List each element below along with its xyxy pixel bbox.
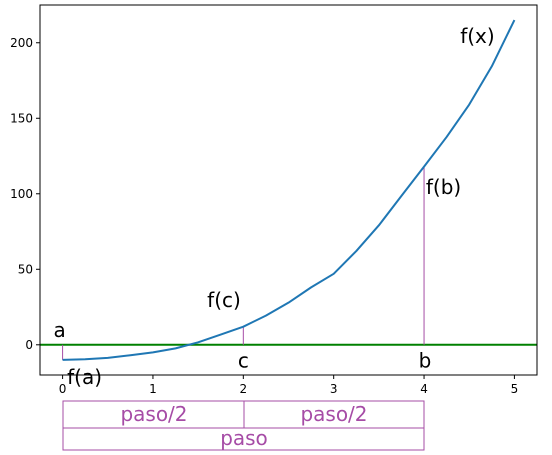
interval-full-box	[62, 427, 425, 451]
annotations: f(x) f(b) f(c) af(a) c b	[54, 24, 495, 389]
plot-area	[40, 19, 537, 361]
series-line-0	[62, 19, 516, 361]
annotation-3: a	[54, 318, 66, 342]
annotation-1: f(b)	[426, 175, 461, 199]
y-tick-label-150: 150	[10, 111, 33, 125]
x-tick-label-4: 4	[420, 382, 428, 396]
x-tick-label-1: 1	[149, 382, 157, 396]
y-tick-label-100: 100	[10, 187, 33, 201]
x-tick-label-5: 5	[511, 382, 519, 396]
x-tick-label-2: 2	[239, 382, 247, 396]
y-tick-label-50: 50	[18, 262, 33, 276]
y-tick-label-0: 0	[25, 338, 33, 352]
annotation-0: f(x)	[460, 24, 494, 48]
annotation-6: b	[419, 348, 432, 372]
annotation-5: c	[238, 348, 249, 372]
annotation-4: f(a)	[67, 365, 102, 389]
y-tick-label-200: 200	[10, 36, 33, 50]
x-tick-label-3: 3	[330, 382, 338, 396]
interval-half-left-label: paso/2	[120, 402, 187, 426]
x-tick-label-0: 0	[59, 382, 67, 396]
interval-boxes: paso/2 paso/2 paso	[62, 400, 425, 451]
axes-frame	[39, 4, 538, 376]
interval-half-right-label: paso/2	[300, 402, 367, 426]
annotation-2: f(c)	[207, 288, 241, 312]
interval-full-label: paso	[220, 426, 268, 450]
